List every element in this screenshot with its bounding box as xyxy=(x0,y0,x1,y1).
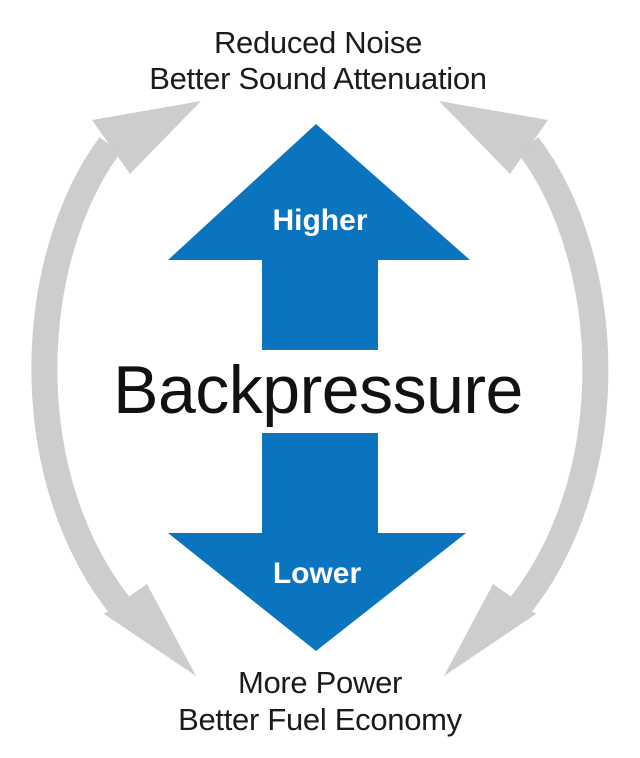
bottom-label-line1: More Power xyxy=(238,665,402,700)
left-cycle-arrow-icon xyxy=(31,101,201,676)
higher-arrow-icon: Higher xyxy=(168,124,470,350)
bottom-label-group: More Power Better Fuel Economy xyxy=(178,665,463,737)
lower-label: Lower xyxy=(273,557,362,590)
lower-arrow-icon: Lower xyxy=(168,433,466,651)
bottom-label-line2: Better Fuel Economy xyxy=(178,702,463,737)
right-cycle-arrow-icon xyxy=(439,101,609,676)
top-label-line2: Better Sound Attenuation xyxy=(149,61,487,96)
top-label-group: Reduced Noise Better Sound Attenuation xyxy=(149,25,487,96)
top-label-line1: Reduced Noise xyxy=(214,25,422,60)
backpressure-title: Backpressure xyxy=(113,352,523,428)
higher-label: Higher xyxy=(272,204,367,237)
